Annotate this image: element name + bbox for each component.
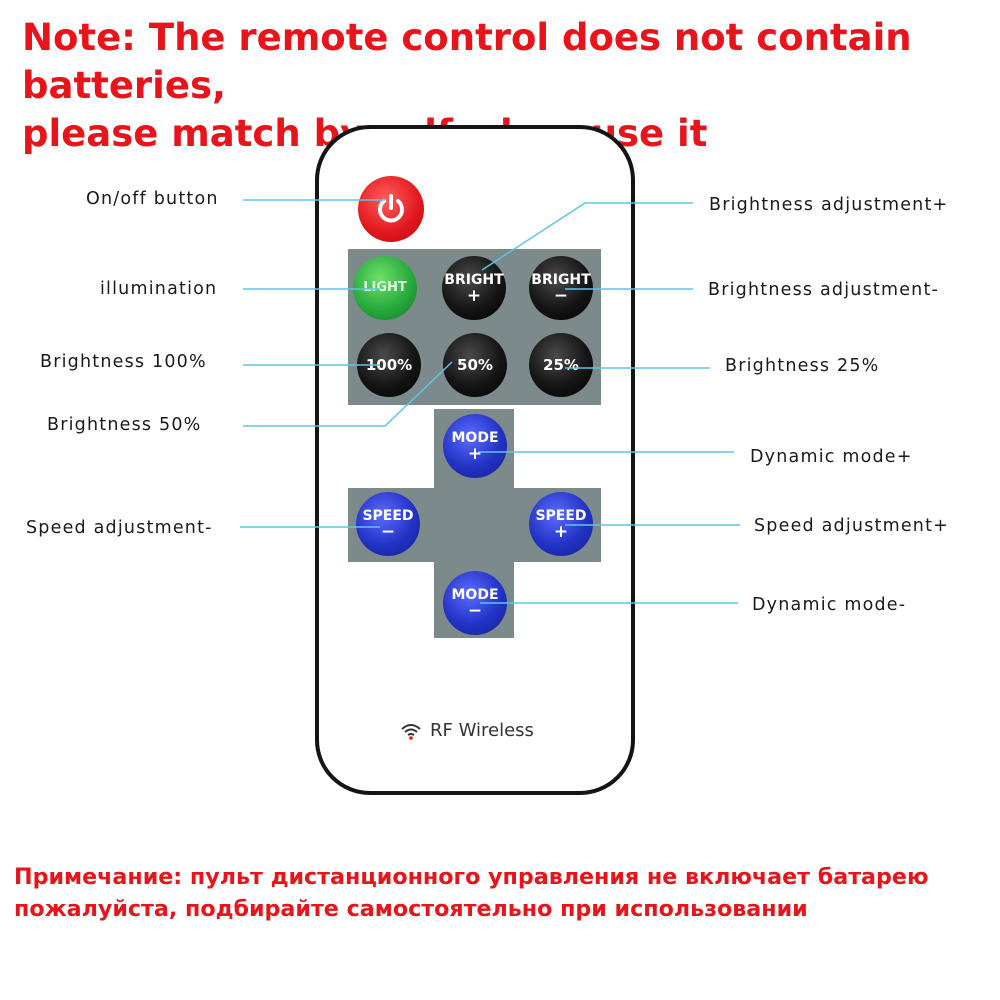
mode-up-button[interactable]: MODE + (443, 414, 507, 478)
label-brightness-plus: Brightness adjustment+ (709, 195, 949, 215)
label-brightness-50: Brightness 50% (47, 415, 202, 435)
speed-down-label: SPEED (362, 508, 414, 524)
label-brightness-25: Brightness 25% (725, 356, 880, 376)
label-speed-minus: Speed adjustment- (26, 518, 213, 538)
brightness-50-label: 50% (457, 356, 493, 374)
speed-up-sign: + (553, 522, 569, 542)
label-brightness-100: Brightness 100% (40, 352, 207, 372)
brightness-25-label: 25% (543, 356, 579, 374)
bright-up-sign: + (466, 286, 482, 306)
mode-down-label: MODE (451, 587, 499, 603)
remote-control (315, 125, 635, 795)
brightness-100-label: 100% (365, 356, 413, 374)
power-icon (378, 194, 404, 223)
mode-down-sign: − (467, 601, 483, 621)
note-russian: Примечание: пульт дистанционного управле… (14, 861, 999, 925)
wifi-icon (401, 723, 421, 740)
leader-brightness-plus (481, 202, 693, 271)
bright-up-button[interactable]: BRIGHT + (442, 256, 506, 320)
brightness-25-button[interactable]: 25% (529, 333, 593, 397)
note-russian-line1: Примечание: пульт дистанционного управле… (14, 864, 929, 890)
brightness-50-button[interactable]: 50% (443, 333, 507, 397)
mode-up-sign: + (467, 444, 483, 464)
light-button[interactable]: LIGHT (353, 256, 417, 320)
bright-down-button[interactable]: BRIGHT − (529, 256, 593, 320)
rf-wireless-footer: RF Wireless (400, 720, 534, 741)
speed-down-button[interactable]: SPEED − (356, 492, 420, 556)
bright-down-label: BRIGHT (531, 272, 591, 288)
label-on-off: On/off button (86, 189, 219, 209)
light-button-label: LIGHT (363, 280, 407, 295)
mode-down-button[interactable]: MODE − (443, 571, 507, 635)
note-english-line1: Note: The remote control does not contai… (22, 16, 912, 107)
speed-up-label: SPEED (535, 508, 587, 524)
label-dynamic-plus: Dynamic mode+ (750, 447, 913, 467)
speed-up-button[interactable]: SPEED + (529, 492, 593, 556)
bright-up-label: BRIGHT (444, 272, 504, 288)
label-brightness-minus: Brightness adjustment- (708, 280, 940, 300)
mode-up-label: MODE (451, 430, 499, 446)
label-dynamic-minus: Dynamic mode- (752, 595, 907, 615)
label-illumination: illumination (100, 279, 218, 299)
speed-down-sign: − (380, 522, 396, 542)
rf-wireless-text: RF Wireless (430, 720, 534, 741)
leader-brightness-50 (243, 361, 453, 427)
label-speed-plus: Speed adjustment+ (754, 516, 950, 536)
bright-down-sign: − (553, 286, 569, 306)
power-button[interactable] (358, 176, 424, 242)
note-russian-line2: пожалуйста, подбирайте самостоятельно пр… (14, 896, 808, 922)
